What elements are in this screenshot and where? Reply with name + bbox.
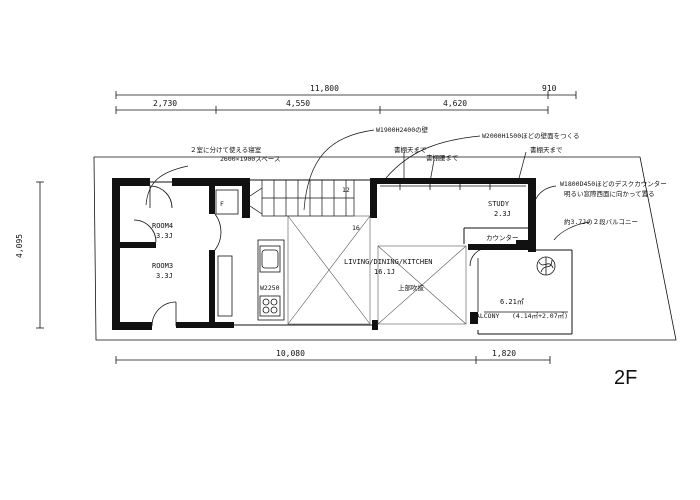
walls bbox=[112, 178, 536, 330]
room4-name: ROOM4 bbox=[152, 222, 173, 230]
dim-bottom-left: 10,080 bbox=[276, 349, 305, 358]
counter-label: カウンター bbox=[486, 233, 519, 242]
site-boundary bbox=[93, 156, 677, 341]
stairs bbox=[249, 179, 355, 217]
bottom-dimensions bbox=[115, 356, 551, 364]
side-cabinet bbox=[217, 255, 233, 317]
note-desk-counter: W1800D450ほどのデスクカウンター bbox=[560, 179, 667, 188]
floor-tag: 2F bbox=[614, 367, 637, 389]
room4-area: 3.3J bbox=[156, 232, 173, 240]
fridge-label: F bbox=[220, 200, 224, 208]
stove-label: W2250 bbox=[260, 284, 280, 292]
dim-top-right: 910 bbox=[542, 84, 557, 93]
ldk-area: 16.1J bbox=[374, 268, 395, 276]
balcony-dims: (4.14㎡+2.07㎡) bbox=[512, 311, 568, 320]
door-swings bbox=[133, 185, 222, 327]
dim-top-seg-2: 4,550 bbox=[286, 99, 310, 108]
void-area bbox=[287, 215, 467, 325]
dim-top-seg-3: 4,620 bbox=[443, 99, 467, 108]
top-dimensions bbox=[115, 91, 577, 114]
study-area: 2.3J bbox=[494, 210, 511, 218]
room3-area: 3.3J bbox=[156, 272, 173, 280]
stair-number-16: 16 bbox=[352, 224, 360, 232]
dim-top-total: 11,800 bbox=[310, 84, 339, 93]
dim-bottom-right: 1,820 bbox=[492, 349, 516, 358]
note-shelf-left: 書棚天まで bbox=[394, 145, 427, 154]
stair-number-12: 12 bbox=[342, 186, 350, 194]
note-wall-opening: W1900H2400の壁 bbox=[376, 125, 429, 134]
plant-icon bbox=[536, 256, 556, 276]
dim-top-seg-1: 2,730 bbox=[153, 99, 177, 108]
kitchen-counter bbox=[257, 239, 285, 321]
note-shelf-right: 書棚天まで bbox=[530, 145, 563, 154]
note-wall-window: W2000H1500ほどの壁面をつくる bbox=[482, 131, 580, 140]
balcony-name: BALCONY bbox=[472, 312, 499, 320]
shelves bbox=[380, 184, 526, 190]
room3-name: ROOM3 bbox=[152, 262, 173, 270]
upper-void-label: 上部吹抜 bbox=[398, 283, 425, 292]
ldk-name: LIVING/DINING/KITCHEN bbox=[344, 258, 433, 266]
note-shelf-mid: 書棚腰まで bbox=[426, 153, 459, 162]
balcony bbox=[469, 247, 568, 313]
note-desk-counter-2: 明るい窓際西面に向かって置る bbox=[564, 189, 655, 198]
balcony-area: 6.21㎡ bbox=[500, 298, 524, 306]
note-split-room-size: 2600×1900スペース bbox=[220, 155, 280, 163]
dim-left-height: 4,095 bbox=[15, 234, 24, 258]
left-dimension bbox=[36, 181, 44, 329]
study-name: STUDY bbox=[488, 200, 510, 208]
fridge bbox=[215, 189, 239, 215]
note-split-room: ２室に分けて使える寝室 bbox=[190, 145, 262, 154]
leader-lines bbox=[145, 129, 591, 241]
note-balcony: 約3.7Jの２段バルコニー bbox=[564, 217, 638, 226]
